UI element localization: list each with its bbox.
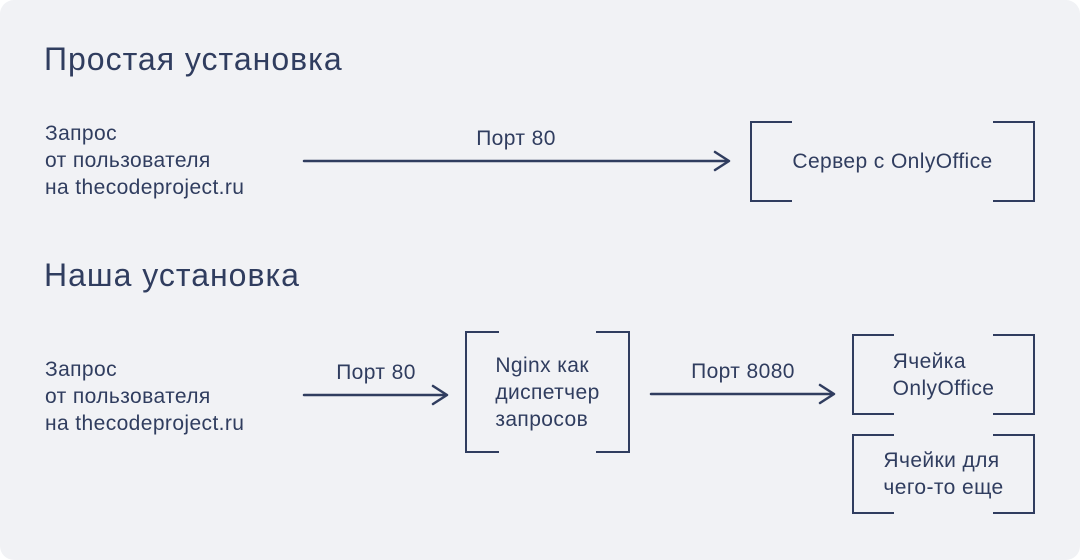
port-80-label: Порт 80 bbox=[476, 127, 556, 150]
port-80-label: Порт 80 bbox=[336, 361, 416, 384]
left-bracket-icon bbox=[465, 331, 499, 453]
left-bracket-icon bbox=[852, 334, 894, 415]
arrow-right-icon bbox=[649, 383, 836, 405]
request-source-text: Запрос от пользователя на thecodeproject… bbox=[45, 356, 244, 437]
box-line: запросов bbox=[495, 407, 589, 431]
box-line: Ячейка bbox=[892, 349, 966, 373]
request-line: Запрос bbox=[45, 122, 117, 145]
request-line: от пользователя bbox=[45, 149, 211, 172]
arrow-right-icon bbox=[302, 150, 731, 172]
box-line: диспетчер bbox=[495, 380, 600, 404]
left-bracket-icon bbox=[852, 434, 894, 514]
box-line: Сервер с OnlyOffice bbox=[792, 150, 993, 173]
request-line: Запрос bbox=[45, 358, 117, 381]
right-bracket-icon bbox=[993, 334, 1035, 415]
request-line: на thecodeproject.ru bbox=[45, 176, 245, 199]
server-onlyoffice-box: Сервер с OnlyOffice bbox=[750, 121, 1035, 202]
section-title-our-installation: Наша установка bbox=[44, 257, 300, 293]
port-8080-label: Порт 8080 bbox=[691, 360, 795, 383]
box-line: OnlyOffice bbox=[892, 376, 995, 400]
right-bracket-icon bbox=[596, 331, 630, 453]
arrow-right-icon bbox=[302, 384, 449, 406]
section-title-simple-installation: Простая установка bbox=[44, 41, 343, 77]
box-line: Ячейки для bbox=[883, 449, 1000, 472]
right-bracket-icon bbox=[993, 121, 1035, 202]
request-line: на thecodeproject.ru bbox=[45, 412, 245, 435]
box-line: чего-то еще bbox=[883, 476, 1004, 499]
right-bracket-icon bbox=[993, 434, 1035, 514]
onlyoffice-cell-box: Ячейка OnlyOffice bbox=[852, 334, 1035, 415]
left-bracket-icon bbox=[750, 121, 792, 202]
other-cells-box: Ячейки для чего-то еще bbox=[852, 434, 1035, 514]
request-line: от пользователя bbox=[45, 385, 211, 408]
box-line: Nginx как bbox=[495, 353, 589, 377]
request-source-text: Запрос от пользователя на thecodeproject… bbox=[45, 120, 244, 201]
nginx-dispatcher-box: Nginx как диспетчер запросов bbox=[465, 331, 630, 453]
